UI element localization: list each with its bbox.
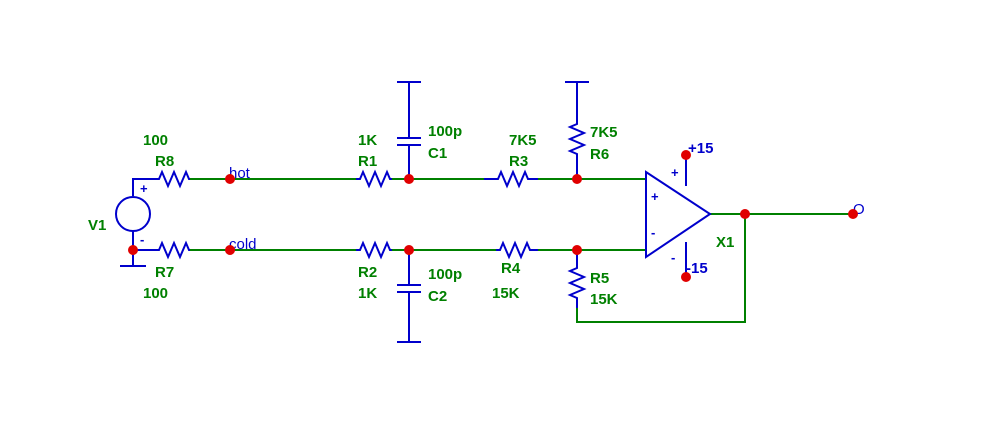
node-source-minus	[128, 245, 138, 255]
opamp-pos-supply: +15	[688, 140, 713, 157]
r4-value: 15K	[492, 285, 520, 302]
resistor-r4-icon	[496, 240, 538, 260]
resistor-r2-icon	[356, 240, 392, 260]
r5-name: R5	[590, 270, 609, 287]
node-c1	[404, 174, 414, 184]
junction-nodes	[128, 150, 858, 282]
source-name: V1	[88, 217, 106, 234]
wires	[190, 178, 853, 323]
resistor-r6-icon	[567, 82, 587, 179]
opamp-inv-sign: -	[651, 225, 655, 240]
c1-name: C1	[428, 145, 447, 162]
node-vplus	[681, 150, 691, 160]
r8-name: R8	[155, 153, 174, 170]
node-output-feedback	[740, 209, 750, 219]
r6-value: 7K5	[590, 124, 618, 141]
capacitor-c2: 100p C2	[397, 250, 462, 343]
resistor-r5: R5 15K	[567, 250, 618, 308]
r3-value: 7K5	[509, 132, 537, 149]
resistor-r2: R2 1K	[356, 240, 392, 302]
source-minus-sign: -	[140, 232, 144, 247]
r3-name: R3	[509, 153, 528, 170]
opamp-neg-supply: -15	[686, 260, 708, 277]
opamp-noninv-sign: +	[651, 189, 659, 204]
resistor-r7-icon	[155, 240, 190, 260]
resistor-r6: 7K5 R6	[565, 81, 618, 179]
node-vminus	[681, 272, 691, 282]
r1-name: R1	[358, 153, 377, 170]
source-circle-icon	[115, 196, 151, 232]
net-label-output: O	[853, 201, 865, 218]
c1-value: 100p	[428, 123, 462, 140]
resistor-r4: R4 15K	[492, 240, 538, 302]
opamp-vplus-mark: +	[671, 165, 679, 180]
r2-name: R2	[358, 264, 377, 281]
node-output	[848, 209, 858, 219]
c2-value: 100p	[428, 266, 462, 283]
resistor-r5-icon	[567, 250, 587, 308]
resistor-r1: 1K R1	[356, 132, 392, 189]
r4-name: R4	[501, 260, 521, 277]
r6-name: R6	[590, 146, 609, 163]
node-r6	[572, 174, 582, 184]
capacitor-c1: 100p C1	[397, 81, 462, 179]
resistor-r7: R7 100	[143, 240, 190, 302]
r7-name: R7	[155, 264, 174, 281]
wire-feedback	[576, 214, 746, 323]
opamp-x1: + - + - +15 -15 X1	[645, 140, 734, 277]
r2-value: 1K	[358, 285, 377, 302]
node-r5	[572, 245, 582, 255]
resistor-r1-icon	[356, 169, 392, 189]
net-label-cold: cold	[229, 236, 257, 253]
r5-value: 15K	[590, 291, 618, 308]
r1-value: 1K	[358, 132, 377, 149]
resistor-r3-icon	[484, 169, 538, 189]
source-plus-sign: +	[140, 181, 148, 196]
node-hot-label	[225, 174, 235, 184]
r8-value: 100	[143, 132, 168, 149]
node-c2	[404, 245, 414, 255]
voltage-source-v1: + - V1	[88, 178, 155, 267]
opamp-vminus-mark: -	[671, 250, 675, 265]
opamp-triangle-icon	[645, 170, 712, 259]
resistor-r3: 7K5 R3	[484, 132, 538, 189]
resistor-r8: 100 R8	[143, 132, 190, 189]
resistor-r8-icon	[155, 169, 190, 189]
opamp-name: X1	[716, 234, 734, 251]
c2-name: C2	[428, 288, 447, 305]
node-cold-label	[225, 245, 235, 255]
r7-value: 100	[143, 285, 168, 302]
